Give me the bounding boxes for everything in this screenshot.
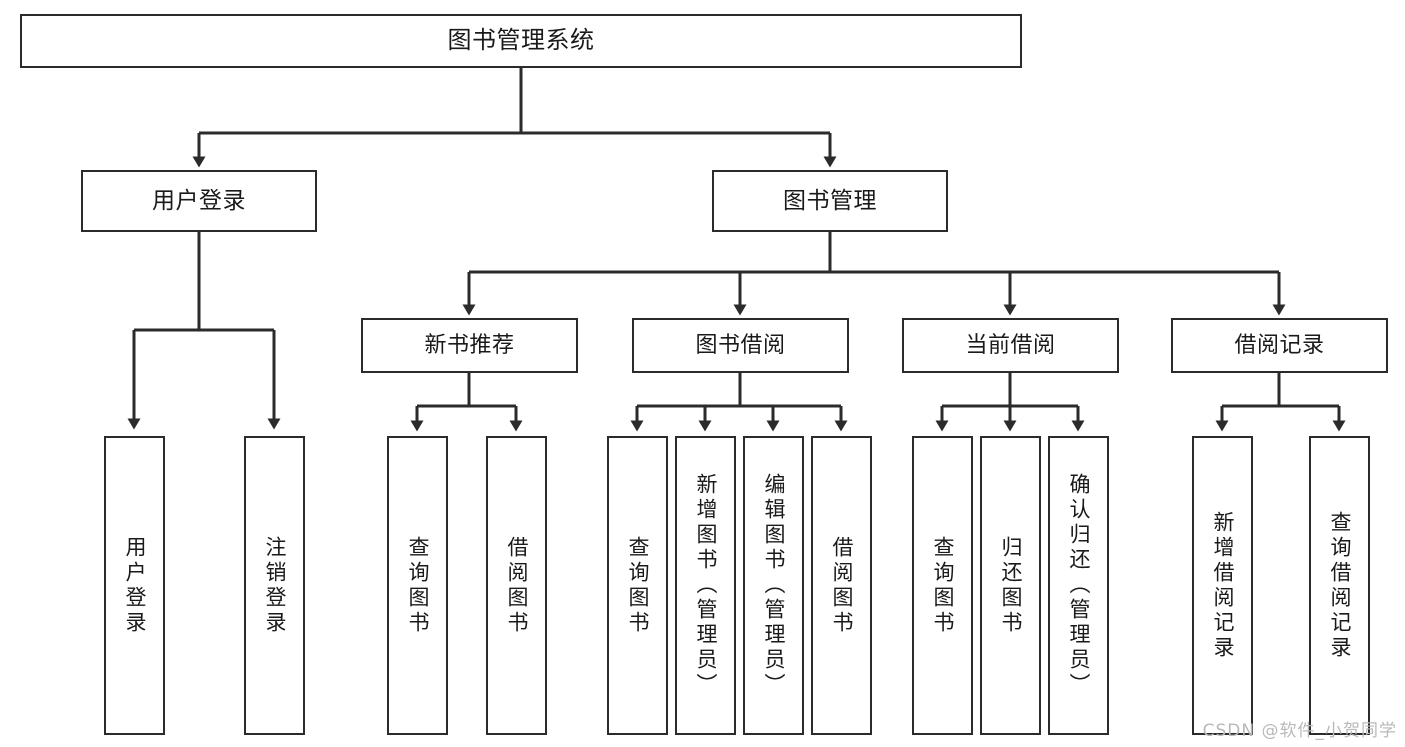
- node-root-book-management-system[interactable]: 图书管理系统: [20, 14, 1022, 68]
- node-label: 当前借阅: [965, 332, 1056, 358]
- leaf-return-book[interactable]: 归还图书: [980, 436, 1041, 735]
- leaf-user-login[interactable]: 用户登录: [104, 436, 165, 735]
- leaf-logout[interactable]: 注销登录: [244, 436, 305, 735]
- node-user-login[interactable]: 用户登录: [81, 170, 317, 232]
- node-label: 新书推荐: [424, 332, 515, 358]
- leaf-query-book-current[interactable]: 查询图书: [912, 436, 973, 735]
- node-label: 查询图书: [406, 535, 430, 636]
- node-label: 确认归还（管理员）: [1067, 473, 1091, 698]
- node-new-book-recommend[interactable]: 新书推荐: [361, 318, 578, 373]
- node-label: 注销登录: [263, 535, 287, 636]
- node-label: 图书借阅: [695, 332, 786, 358]
- node-label: 新增图书（管理员）: [694, 473, 718, 698]
- csdn-watermark: CSDN @软件_小贺同学: [1202, 721, 1397, 741]
- leaf-query-borrow-record[interactable]: 查询借阅记录: [1309, 436, 1370, 735]
- node-label: 用户登录: [152, 187, 246, 214]
- node-borrow-record[interactable]: 借阅记录: [1171, 318, 1388, 373]
- node-label: 图书管理: [783, 187, 877, 214]
- node-label: 查询图书: [626, 535, 650, 636]
- leaf-borrow-book[interactable]: 借阅图书: [811, 436, 872, 735]
- node-label: 查询图书: [931, 535, 955, 636]
- node-book-borrow[interactable]: 图书借阅: [632, 318, 849, 373]
- leaf-confirm-return-admin[interactable]: 确认归还（管理员）: [1048, 436, 1109, 735]
- node-label: 图书管理系统: [447, 26, 595, 55]
- node-label: 借阅图书: [830, 535, 854, 636]
- leaf-add-borrow-record[interactable]: 新增借阅记录: [1192, 436, 1253, 735]
- node-label: 查询借阅记录: [1328, 510, 1352, 661]
- node-label: 编辑图书（管理员）: [762, 473, 786, 698]
- leaf-query-book-recommend[interactable]: 查询图书: [387, 436, 448, 735]
- leaf-add-book-admin[interactable]: 新增图书（管理员）: [675, 436, 736, 735]
- node-current-borrow[interactable]: 当前借阅: [902, 318, 1119, 373]
- leaf-edit-book-admin[interactable]: 编辑图书（管理员）: [743, 436, 804, 735]
- node-book-management[interactable]: 图书管理: [712, 170, 948, 232]
- node-label: 新增借阅记录: [1211, 510, 1235, 661]
- node-label: 借阅记录: [1234, 332, 1325, 358]
- leaf-borrow-book-recommend[interactable]: 借阅图书: [486, 436, 547, 735]
- node-label: 用户登录: [123, 535, 147, 636]
- node-label: 归还图书: [999, 535, 1023, 636]
- leaf-query-book-borrow[interactable]: 查询图书: [607, 436, 668, 735]
- node-label: 借阅图书: [505, 535, 529, 636]
